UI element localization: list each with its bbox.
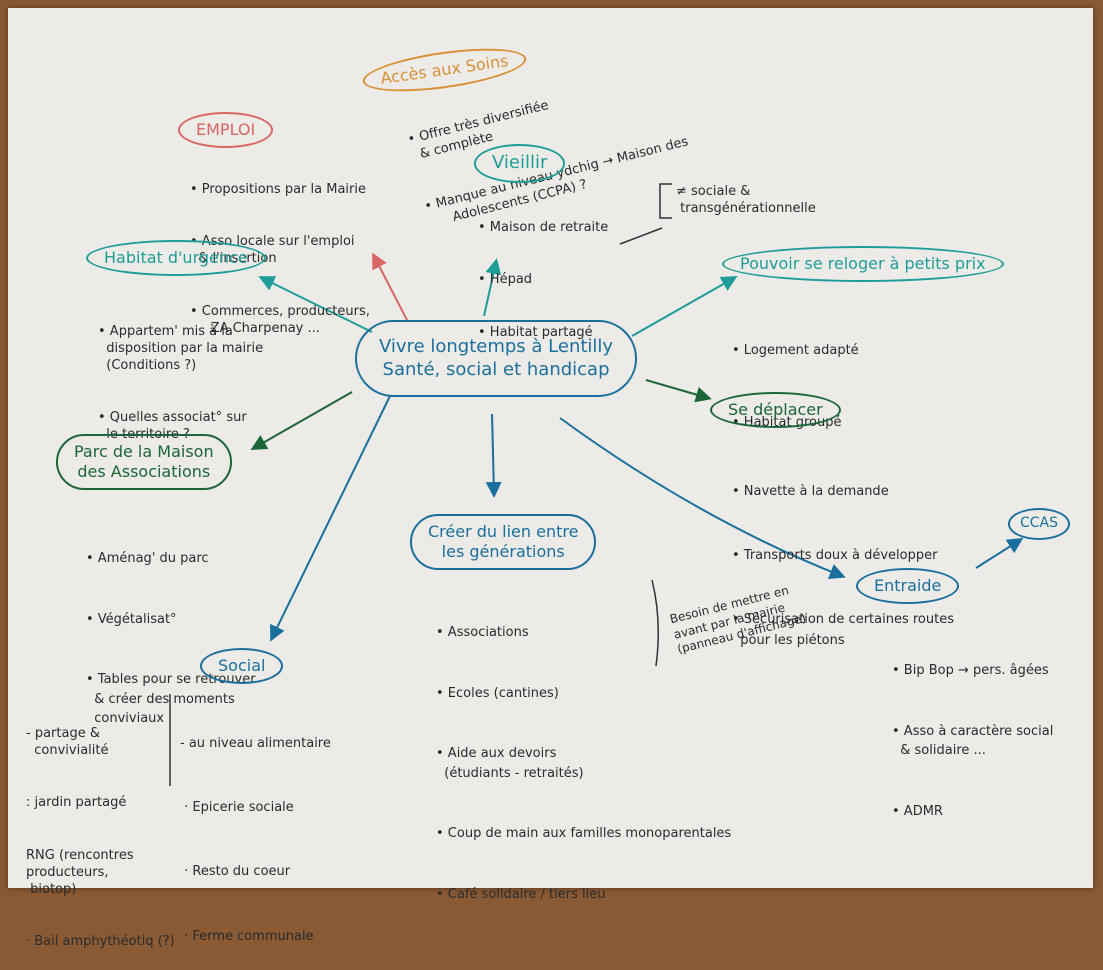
mind-map-links — [169, 183, 1024, 786]
node-parc-maison-associations: Parc de la Maison des Associations — [56, 434, 232, 490]
vieillir-connector — [619, 227, 663, 245]
notes-se-deplacer: • Navette à la demande • Transports doux… — [732, 483, 954, 649]
node-entraide: Entraide — [856, 568, 960, 604]
vieillir-bracket-note: ≠ sociale & transgénérationnelle — [676, 184, 816, 216]
notes-habitat-urgence: • Appartem' mis à la disposition par la … — [98, 323, 264, 443]
node-reloger: Pouvoir se reloger à petits prix — [722, 246, 1004, 282]
notes-creer-du-lien: • Associations • Ecoles (cantines) • Aid… — [436, 625, 732, 902]
link-entraide — [559, 417, 846, 580]
node-vieillir: Vieillir — [474, 144, 566, 183]
bracket-vieillir — [659, 183, 672, 219]
node-creer-du-lien: Créer du lien entre les générations — [410, 514, 597, 570]
link-deplacer — [645, 379, 712, 403]
link-reloger — [631, 276, 738, 337]
link-habitat-urgence — [258, 276, 373, 333]
link-emploi — [372, 252, 409, 323]
link-lien — [485, 413, 502, 498]
node-emploi: EMPLOI — [178, 112, 274, 148]
node-social: Social — [200, 648, 284, 684]
notes-vieillir: • Maison de retraite • Hépad • Habitat p… — [478, 219, 609, 341]
notes-social-left: - partage & convivialité : jardin partag… — [26, 725, 175, 950]
notes-entraide: • Bip Bop → pers. âgées • Asso à caractè… — [892, 663, 1054, 819]
node-se-deplacer: Se déplacer — [710, 392, 841, 428]
central-topic: Vivre longtemps à Lentilly Santé, social… — [355, 320, 638, 397]
link-social — [270, 395, 391, 642]
link-vieillir — [483, 258, 502, 317]
notes-social-right: - au niveau alimentaire · Epicerie socia… — [180, 735, 331, 944]
node-habitat-urgence: Habitat d'urgence — [86, 240, 266, 276]
bracket-lien — [651, 579, 659, 667]
node-ccas: CCAS — [1008, 508, 1071, 540]
link-ccas — [975, 537, 1024, 569]
link-parc — [250, 391, 353, 450]
notes-reloger: • Logement adapté • Habitat groupé — [732, 342, 859, 430]
